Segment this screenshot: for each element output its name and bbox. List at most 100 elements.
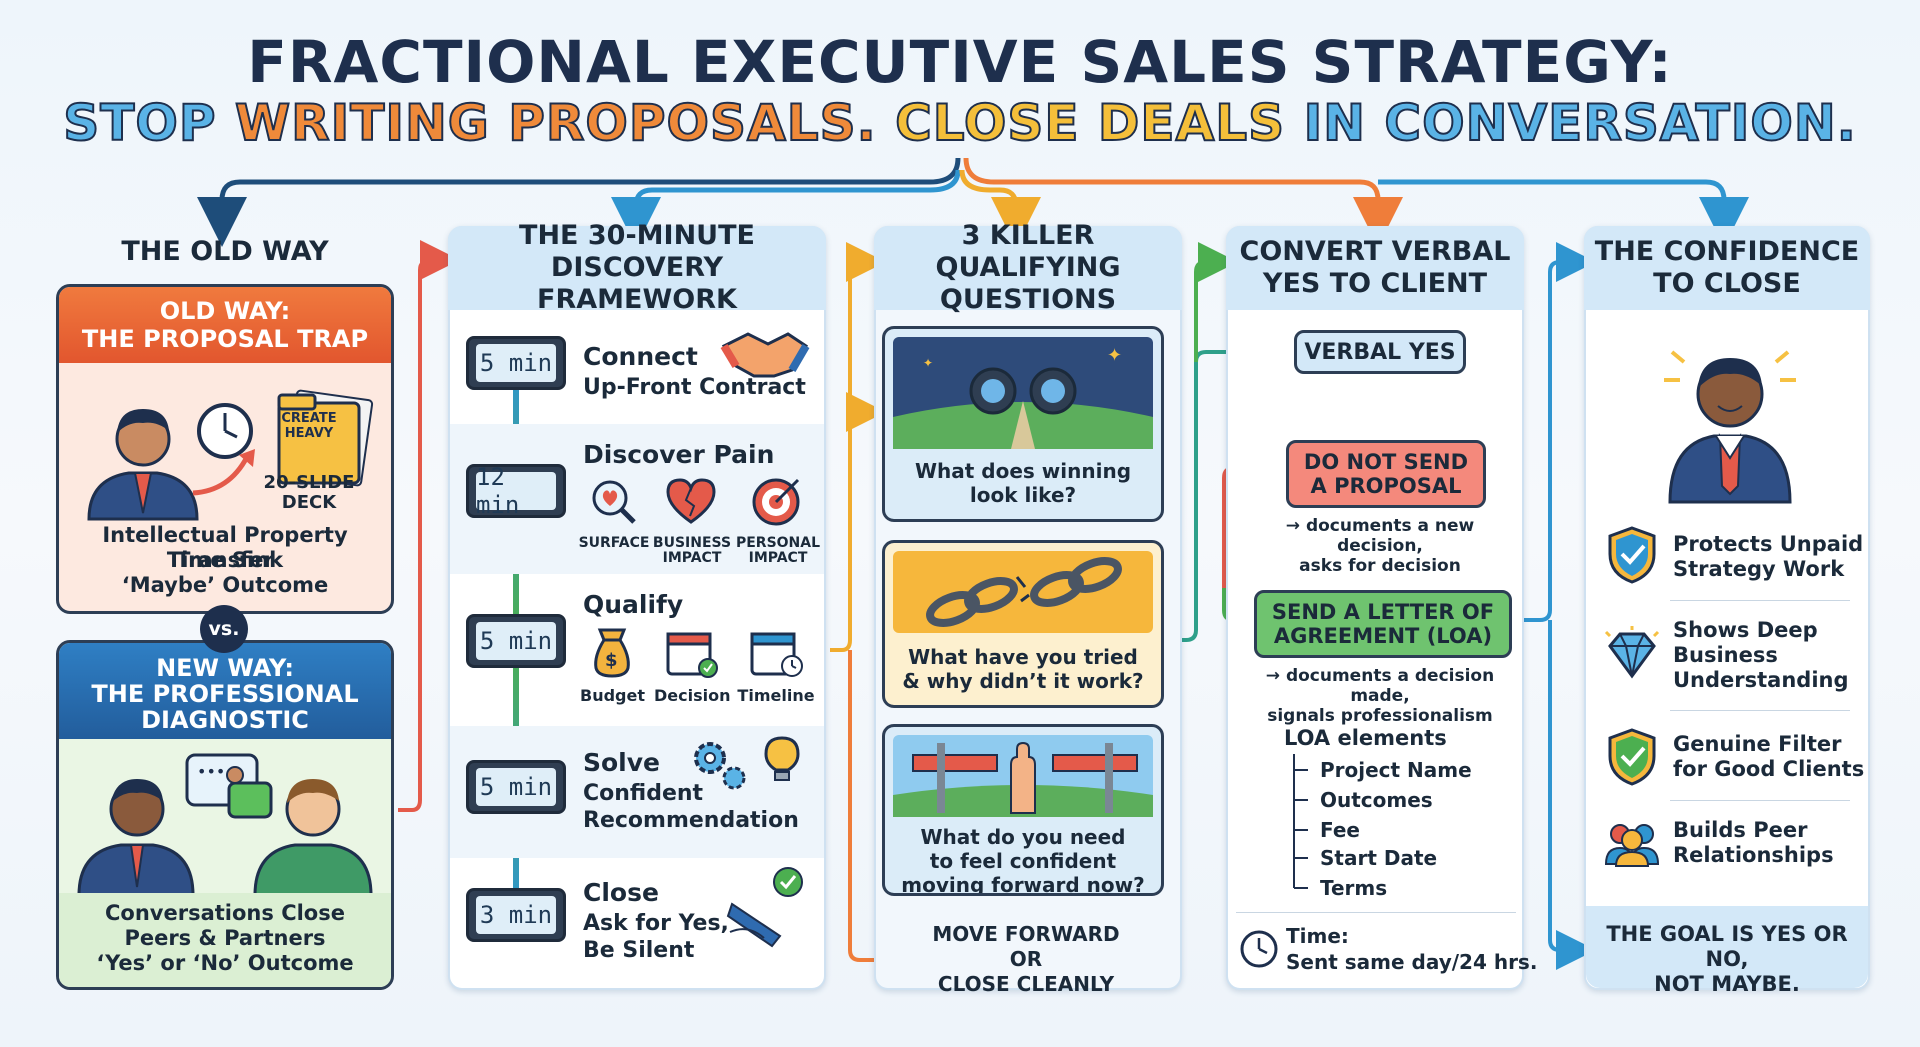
loa-element-4: Start Date [1320, 846, 1438, 870]
benefit-icon-shield-1 [1608, 526, 1656, 584]
loa-element-5: Terms [1320, 876, 1388, 900]
top-arrow-discovery [611, 169, 961, 247]
loa-elements-title: LOA elements [1284, 726, 1447, 750]
new-way-line-3: ‘Yes’ or ‘No’ Outcome [96, 951, 354, 975]
verbal-yes-box: VERBAL YES [1294, 330, 1466, 374]
handshake-icon [720, 332, 810, 378]
pain-business-label: BUSINESS IMPACT [652, 535, 732, 566]
send-loa-note: → documents a decision made, signals pro… [1265, 666, 1495, 726]
new-way-card-title: NEW WAY: THE PROFESSIONAL DIAGNOSTIC [59, 643, 391, 739]
new-way-text-area [59, 893, 391, 987]
convert-column-title: CONVERT VERBAL YES TO CLIENT [1239, 236, 1511, 299]
timer-connect-value: 5 min [476, 344, 556, 382]
step-close-title: Close [583, 878, 659, 907]
old-way-line-3: ‘Maybe’ Outcome [121, 573, 329, 597]
arrow-questions-to-convert-head [1194, 242, 1238, 362]
client-icon [253, 779, 373, 897]
time-clock-icon [1240, 930, 1278, 968]
magnifier-icon [592, 480, 636, 524]
benefit-divider-3 [1670, 800, 1850, 801]
questions-column-title: 3 KILLER QUALIFYING QUESTIONS [935, 220, 1121, 315]
stressed-person-icon [87, 409, 199, 521]
question-card-2: What have you tried & why didn’t it work… [882, 540, 1164, 708]
benefit-3-text: Genuine Filter for Good Clients [1673, 732, 1865, 781]
discovery-header [448, 226, 826, 310]
folder-icon [277, 389, 374, 487]
step-solve-title: Solve [583, 748, 661, 777]
target-icon [752, 478, 800, 526]
pain-personal-label: PERSONAL IMPACT [735, 535, 821, 566]
step-solve-sub: Confident Recommendation [583, 781, 799, 833]
step-discover-pain: 12 min Discover Pain SURFACE BUSINESS IM… [450, 424, 824, 574]
old-way-card-title: OLD WAY: THE PROPOSAL TRAP [59, 287, 391, 363]
arrow-new-to-discovery [398, 240, 460, 812]
convert-header [1226, 226, 1524, 310]
timer-close: 3 min [466, 888, 566, 942]
qualify-budget-label: Budget [580, 686, 645, 705]
top-arrow-convert [963, 157, 1403, 247]
timer-qualify: 5 min [466, 614, 566, 668]
time-label: Time: [1286, 924, 1349, 948]
question-2-text: What have you tried & why didn’t it work… [902, 645, 1144, 693]
new-way-card: NEW WAY: THE PROFESSIONAL DIAGNOSTIC •••… [56, 640, 394, 990]
step-connect: 5 min Connect Up-Front Contract [450, 312, 824, 424]
question-card-1: ✦ ✦ What does winning look like? [882, 326, 1164, 522]
timer-connect: 5 min [466, 336, 566, 390]
trend-arrow-icon [192, 455, 250, 496]
page-title: FRACTIONAL EXECUTIVE SALES STRATEGY: [247, 28, 1673, 96]
question-card-3: What do you need to feel confident movin… [882, 724, 1164, 896]
timer-discover: 12 min [466, 463, 566, 519]
confidence-header [1584, 226, 1870, 310]
do-not-send-box: DO NOT SEND A PROPOSAL [1286, 440, 1486, 508]
timer-close-value: 3 min [476, 896, 556, 934]
folder-label: CREATE HEAVY [281, 411, 337, 441]
benefit-1-text: Protects Unpaid Strategy Work [1673, 532, 1864, 581]
proposal-trap-illustration [87, 389, 374, 521]
subtitle-part-4: IN CONVERSATION. [1303, 93, 1857, 153]
timer-qualify-value: 5 min [476, 622, 556, 660]
broken-chain-icon [893, 551, 1153, 633]
qualify-decision-label: Decision [654, 686, 731, 705]
top-arrow-old [197, 157, 961, 247]
speech-bubble-icon: ••• [185, 753, 273, 819]
benefit-divider-2 [1670, 710, 1850, 711]
step-connect-sub: Up-Front Contract [583, 375, 806, 400]
arrow-convert-to-goal [1548, 620, 1596, 970]
subtitle-part-1: STOP [62, 93, 217, 153]
benefit-divider-1 [1670, 600, 1850, 601]
timer-discover-value: 12 min [476, 463, 556, 519]
step-discover-title: Discover Pain [583, 440, 775, 469]
question-1-text: What does winning look like? [914, 459, 1132, 507]
svg-text:✦: ✦ [1107, 345, 1122, 366]
subtitle-part-3: CLOSE DEALS [894, 93, 1286, 153]
new-way-line-1: Conversations Close [105, 901, 345, 925]
old-way-line-2: Time Sink [166, 548, 284, 572]
old-way-column-title: THE OLD WAY [121, 236, 329, 267]
advisor-icon [77, 779, 195, 897]
step-connect-title: Connect [583, 342, 698, 371]
roadblock-hand-icon [893, 735, 1153, 817]
arrow-discovery-to-questions [830, 242, 886, 652]
old-way-card: OLD WAY: THE PROPOSAL TRAP CREATE HEAVY … [56, 284, 394, 614]
loa-element-1: Project Name [1320, 758, 1472, 782]
benefit-icon-people [1604, 824, 1660, 867]
do-not-send-note: → documents a new decision, asks for dec… [1285, 516, 1475, 576]
loa-tree-lines [1293, 754, 1308, 889]
step-qualify-title: Qualify [583, 590, 684, 619]
loa-element-3: Fee [1320, 818, 1360, 842]
binoculars-scene-icon: ✦ ✦ [893, 337, 1153, 449]
deck-label: 20-SLIDE DECK [263, 472, 355, 513]
discovery-column-title: THE 30-MINUTE DISCOVERY FRAMEWORK [519, 220, 755, 315]
broken-heart-icon [666, 478, 716, 524]
versus-badge: vs. [200, 605, 248, 653]
step-close-sub: Ask for Yes, Be Silent [583, 911, 729, 963]
step-close: 3 min Close Ask for Yes, Be Silent [450, 858, 824, 988]
time-divider [1236, 912, 1516, 913]
questions-header [874, 226, 1182, 310]
clock-icon [197, 403, 253, 459]
svg-text:$: $ [605, 650, 618, 671]
loa-element-2: Outcomes [1320, 788, 1433, 812]
question-3-text: What do you need to feel confident movin… [901, 825, 1145, 896]
goal-statement: THE GOAL IS YES OR NO, NOT MAYBE. [1586, 906, 1868, 996]
money-bag-icon: $ [594, 628, 630, 678]
